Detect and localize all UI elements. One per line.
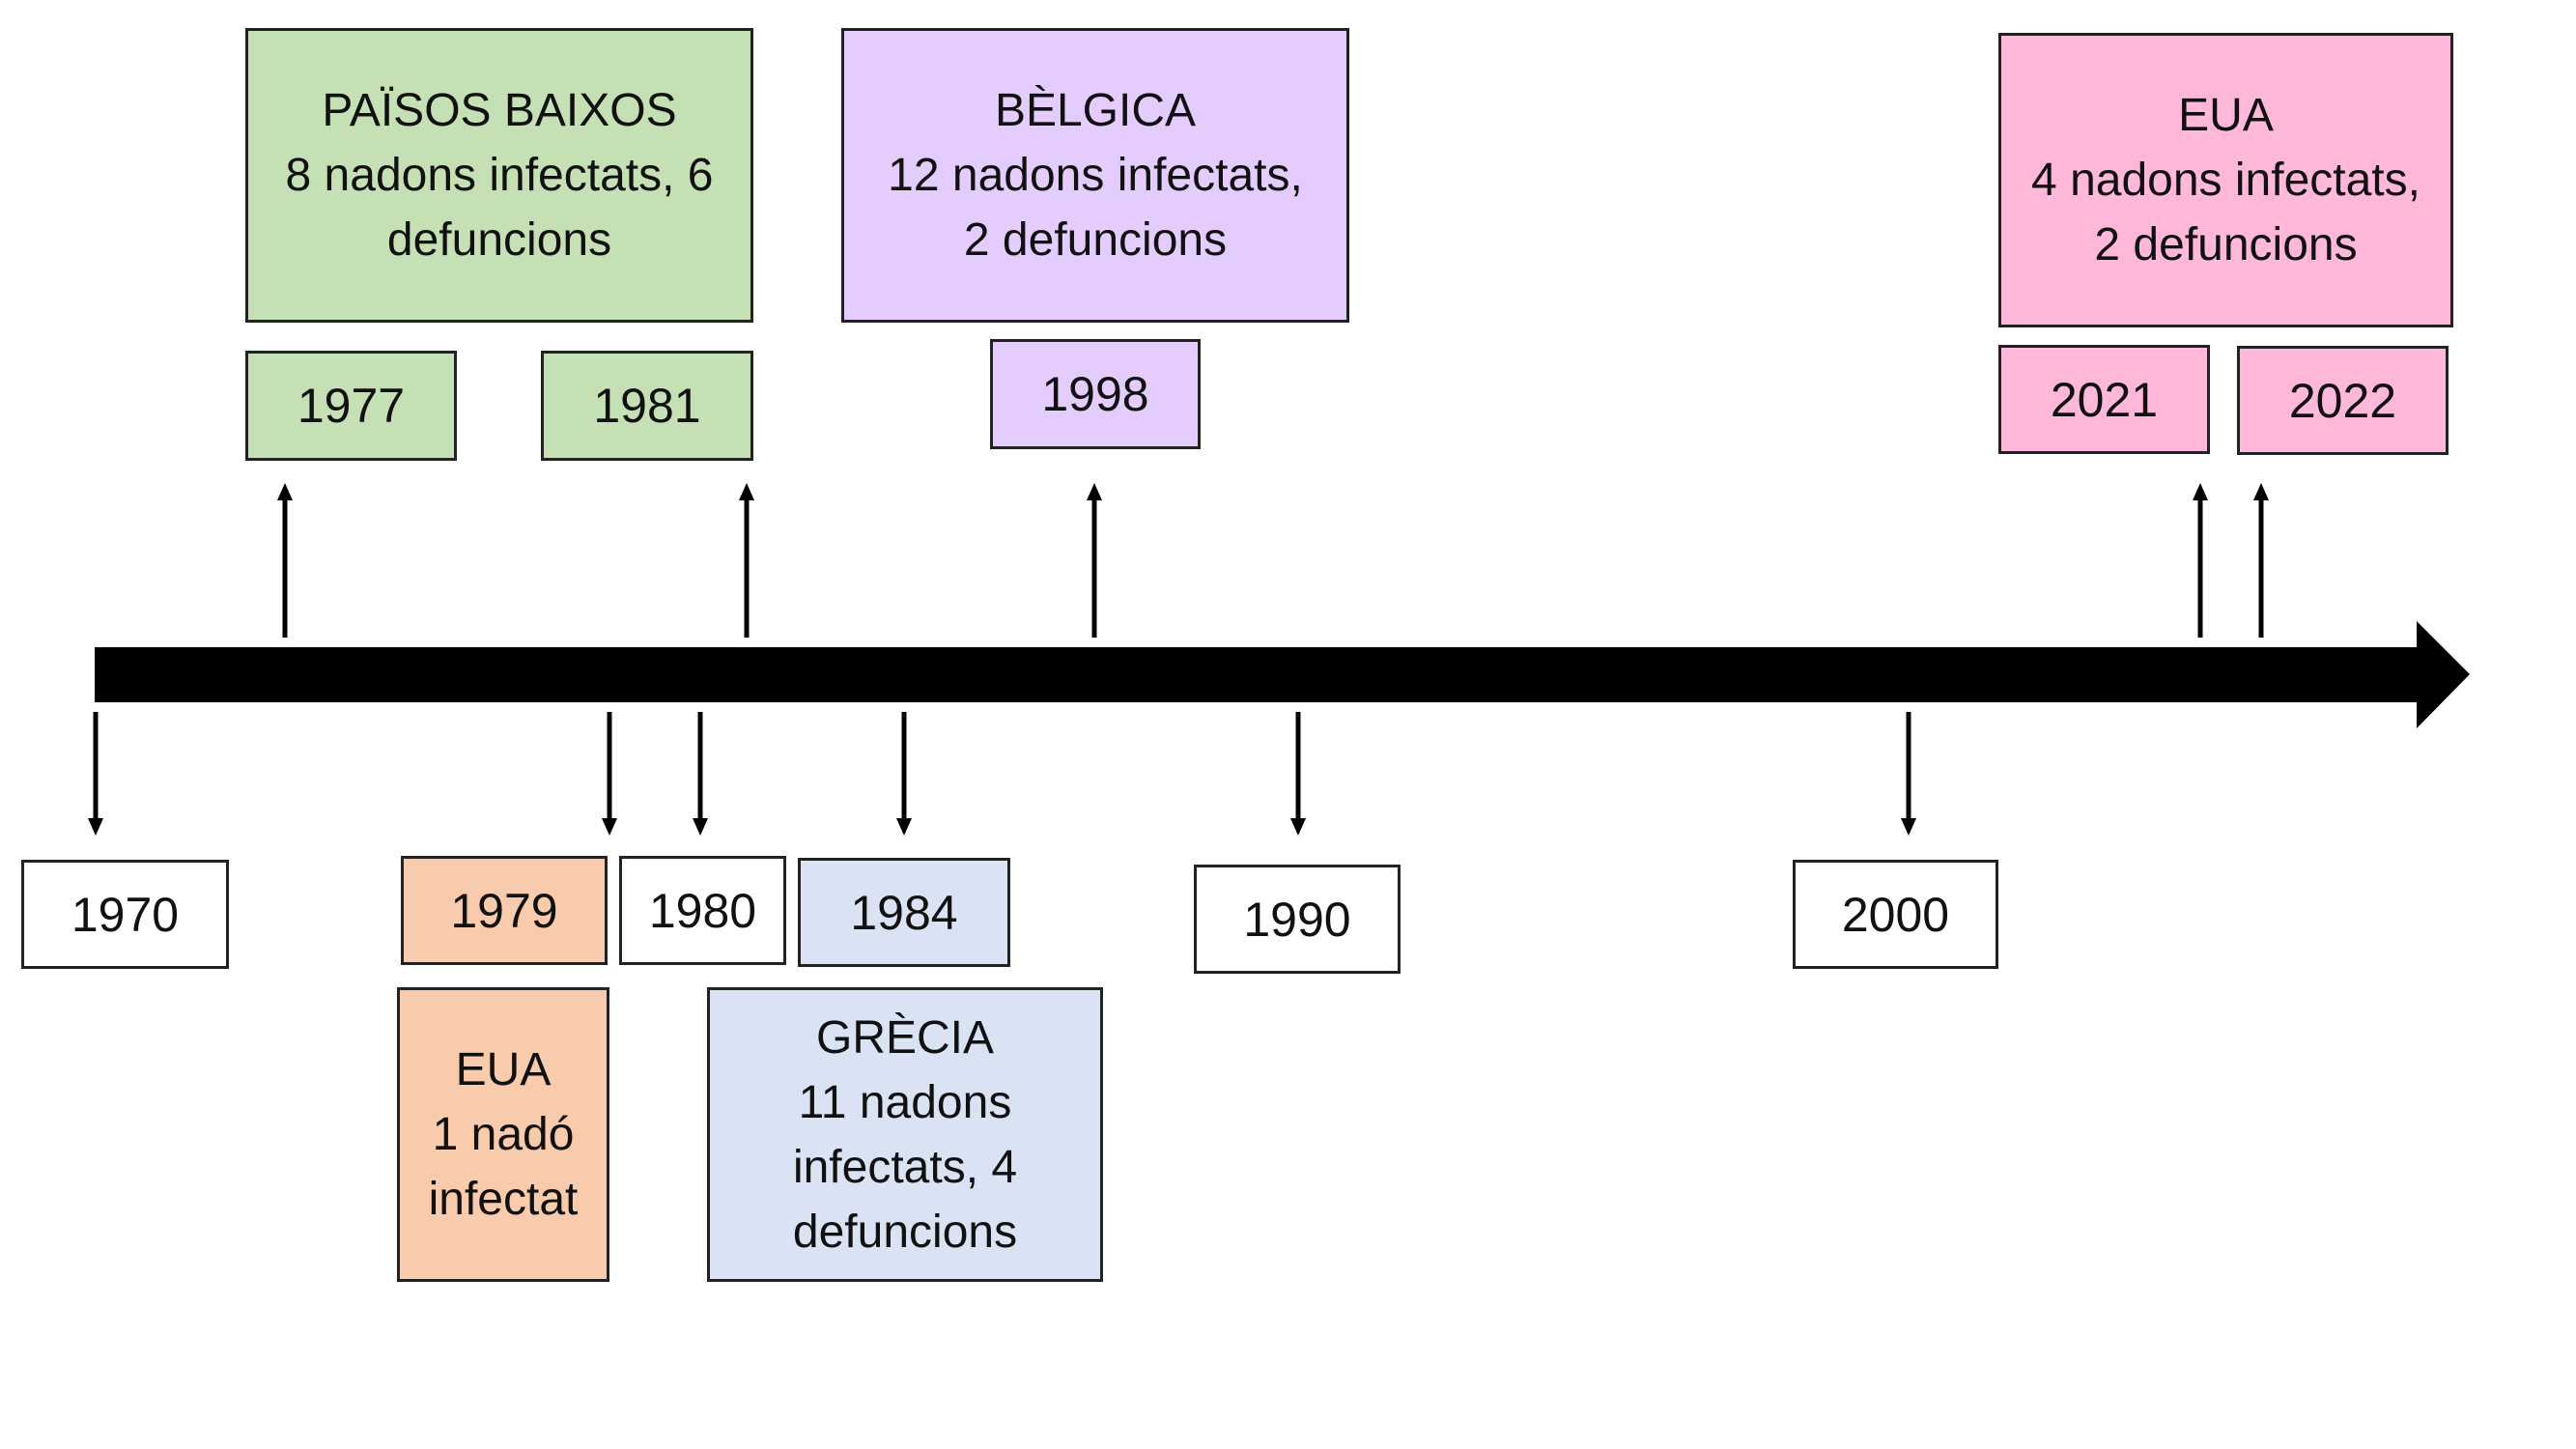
event-title: GRÈCIA <box>815 1011 995 1064</box>
event-usa-1979: EUA 1 nadó infectat <box>397 987 609 1282</box>
year-1977: 1977 <box>245 351 457 461</box>
event-text: infectats, 4 <box>792 1141 1018 1193</box>
event-text: 8 nadons infectats, 6 <box>285 150 714 201</box>
arrowhead-up-icon <box>2193 483 2208 500</box>
arrowhead-down-icon <box>1290 818 1306 836</box>
arrowhead-up-icon <box>739 483 754 500</box>
arrowhead-down-icon <box>1901 818 1916 836</box>
event-belgium: BÈLGICA 12 nadons infectats, 2 defuncion… <box>841 28 1349 323</box>
arrowhead-down-icon <box>896 818 912 836</box>
event-text: 2 defuncions <box>963 214 1228 266</box>
arrowhead-down-icon <box>693 818 708 836</box>
event-title: EUA <box>2178 90 2274 141</box>
event-text: 11 nadons <box>798 1076 1012 1128</box>
year-1970: 1970 <box>21 860 229 969</box>
event-text: defuncions <box>386 214 612 266</box>
event-text: infectat <box>428 1174 579 1225</box>
event-text: defuncions <box>792 1206 1018 1258</box>
year-1979: 1979 <box>401 856 608 965</box>
event-netherlands: PAÏSOS BAIXOS 8 nadons infectats, 6 defu… <box>245 28 753 323</box>
timeline-axis-arrow <box>95 621 2470 728</box>
event-title: EUA <box>455 1044 552 1095</box>
year-1998: 1998 <box>990 339 1201 449</box>
event-text: 1 nadó <box>432 1109 575 1160</box>
year-2000: 2000 <box>1793 860 1998 969</box>
event-greece: GRÈCIA 11 nadons infectats, 4 defuncions <box>707 987 1103 1282</box>
event-text: 4 nadons infectats, <box>2031 155 2420 206</box>
arrowhead-up-icon <box>2253 483 2269 500</box>
event-text: 12 nadons infectats, <box>888 150 1303 201</box>
event-text: 2 defuncions <box>2094 219 2358 270</box>
arrowhead-up-icon <box>1087 483 1102 500</box>
year-1981: 1981 <box>541 351 753 461</box>
event-usa-2021: EUA 4 nadons infectats, 2 defuncions <box>1998 33 2453 327</box>
year-2022: 2022 <box>2237 346 2449 455</box>
arrowhead-down-icon <box>602 818 617 836</box>
event-title: PAÏSOS BAIXOS <box>322 85 677 136</box>
arrowhead-down-icon <box>88 818 103 836</box>
arrowhead-up-icon <box>277 483 293 500</box>
year-1984: 1984 <box>798 858 1010 967</box>
year-1990: 1990 <box>1194 865 1401 974</box>
year-1980: 1980 <box>619 856 786 965</box>
year-2021: 2021 <box>1998 345 2210 454</box>
event-title: BÈLGICA <box>994 85 1197 136</box>
